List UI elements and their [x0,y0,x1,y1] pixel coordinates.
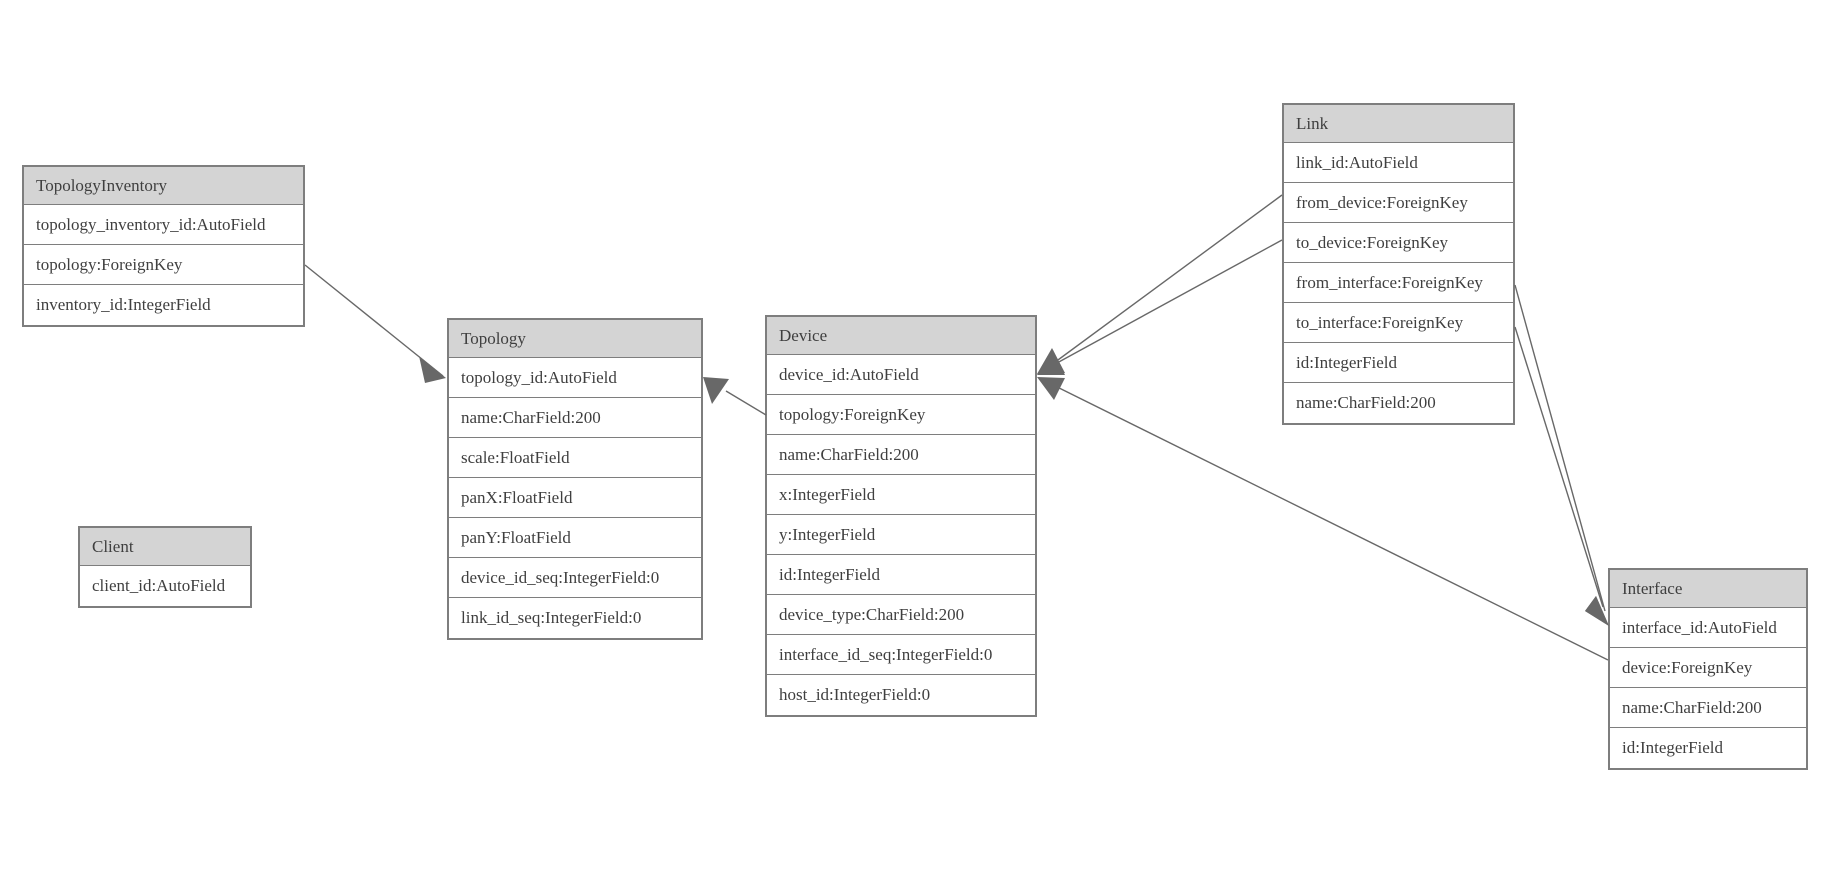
field-row: name:CharField:200 [449,398,701,438]
field-row: name:CharField:200 [767,435,1035,475]
entity-title-client: Client [80,528,250,566]
field-row: from_interface:ForeignKey [1284,263,1513,303]
field-row: device_type:CharField:200 [767,595,1035,635]
field-row: id:IntegerField [1610,728,1806,768]
field-row: from_device:ForeignKey [1284,183,1513,223]
field-row: panY:FloatField [449,518,701,558]
field-row: scale:FloatField [449,438,701,478]
field-row: panX:FloatField [449,478,701,518]
field-row: to_device:ForeignKey [1284,223,1513,263]
field-row: topology:ForeignKey [24,245,303,285]
field-row: link_id:AutoField [1284,143,1513,183]
field-row: link_id_seq:IntegerField:0 [449,598,701,638]
field-row: x:IntegerField [767,475,1035,515]
entity-title-topology-inventory: TopologyInventory [24,167,303,205]
field-row: y:IntegerField [767,515,1035,555]
field-row: topology_id:AutoField [449,358,701,398]
entity-title-device: Device [767,317,1035,355]
field-row: host_id:IntegerField:0 [767,675,1035,715]
field-row: interface_id_seq:IntegerField:0 [767,635,1035,675]
field-row: interface_id:AutoField [1610,608,1806,648]
field-row: inventory_id:IntegerField [24,285,303,325]
field-row: to_interface:ForeignKey [1284,303,1513,343]
field-row: topology:ForeignKey [767,395,1035,435]
field-row: id:IntegerField [767,555,1035,595]
field-row: name:CharField:200 [1284,383,1513,423]
field-row: topology_inventory_id:AutoField [24,205,303,245]
entity-title-interface: Interface [1610,570,1806,608]
field-row: device_id_seq:IntegerField:0 [449,558,701,598]
entity-title-link: Link [1284,105,1513,143]
field-row: device:ForeignKey [1610,648,1806,688]
field-row: client_id:AutoField [80,566,250,606]
field-row: id:IntegerField [1284,343,1513,383]
entity-title-topology: Topology [449,320,701,358]
field-row: name:CharField:200 [1610,688,1806,728]
field-row: device_id:AutoField [767,355,1035,395]
